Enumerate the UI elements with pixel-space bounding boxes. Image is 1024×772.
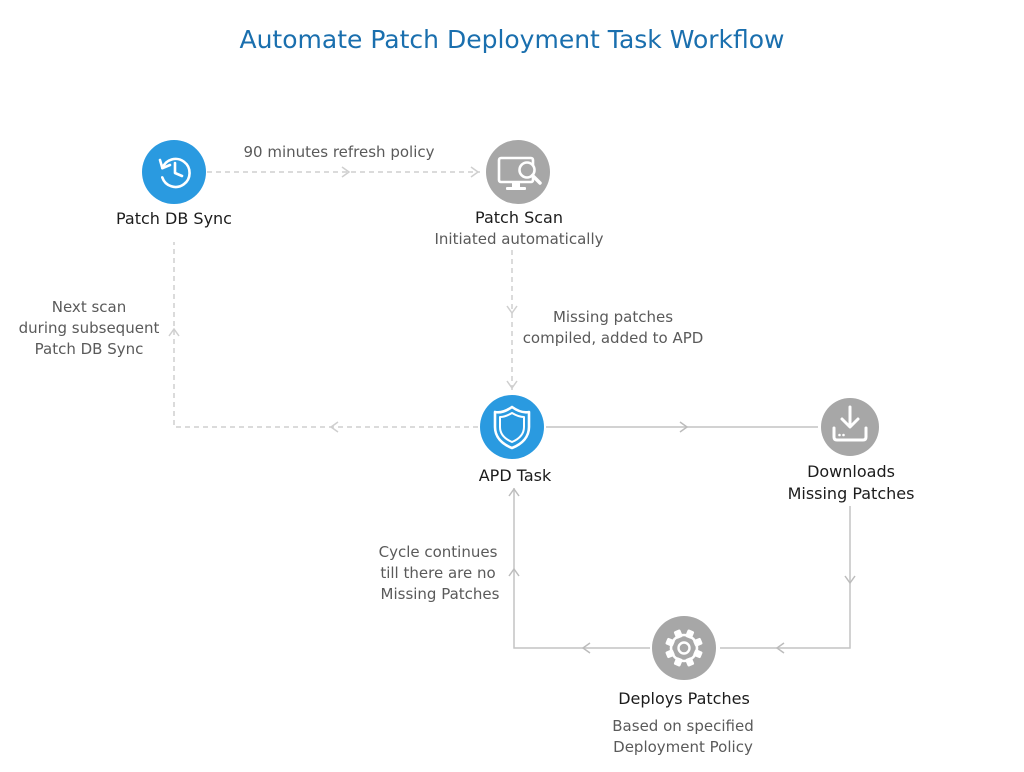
connector-deploys-to-apd — [508, 487, 650, 654]
edge-label-next-scan-line1: Next scan — [52, 298, 126, 316]
shield-icon — [480, 395, 544, 459]
gear-icon — [652, 616, 716, 680]
node-patch-db-sync: Patch DB Sync — [116, 140, 232, 228]
node-subtitle-deploys-line1: Based on specified — [612, 717, 753, 735]
connector-apd-to-sync — [168, 242, 478, 433]
node-apd-task: APD Task — [479, 395, 552, 485]
node-downloads: Downloads Missing Patches — [788, 398, 915, 503]
node-title-apd-task: APD Task — [479, 466, 552, 485]
node-title-patch-db-sync: Patch DB Sync — [116, 209, 232, 228]
node-title-patch-scan: Patch Scan — [475, 208, 563, 227]
connector-apd-to-downloads — [546, 421, 818, 433]
connector-downloads-to-deploys — [720, 506, 856, 654]
edge-label-next-scan-line3: Patch DB Sync — [35, 340, 144, 358]
node-subtitle-deploys-line2: Deployment Policy — [613, 738, 753, 756]
node-title-downloads-line2: Missing Patches — [788, 484, 915, 503]
node-deploys-patches: Deploys Patches Based on specified Deplo… — [612, 616, 754, 756]
node-title-deploys: Deploys Patches — [618, 689, 750, 708]
edge-label-cycle-line2: till there are no — [380, 564, 495, 582]
edge-label-refresh-policy: 90 minutes refresh policy — [243, 143, 434, 161]
connector-sync-to-scan — [207, 166, 480, 178]
edge-label-next-scan-line2: during subsequent — [19, 319, 160, 337]
edge-label-missing-patches-line1: Missing patches — [553, 308, 673, 326]
diagram-title: Automate Patch Deployment Task Workflow — [239, 25, 784, 54]
node-subtitle-patch-scan: Initiated automatically — [435, 230, 604, 248]
monitor-search-icon — [486, 140, 550, 204]
node-patch-scan: Patch Scan Initiated automatically — [435, 140, 604, 248]
edge-label-missing-patches-line2: compiled, added to APD — [523, 329, 704, 347]
connector-scan-to-apd — [506, 250, 518, 390]
edge-label-cycle-line1: Cycle continues — [379, 543, 498, 561]
edge-label-cycle-line3: Missing Patches — [381, 585, 500, 603]
node-title-downloads-line1: Downloads — [807, 462, 895, 481]
